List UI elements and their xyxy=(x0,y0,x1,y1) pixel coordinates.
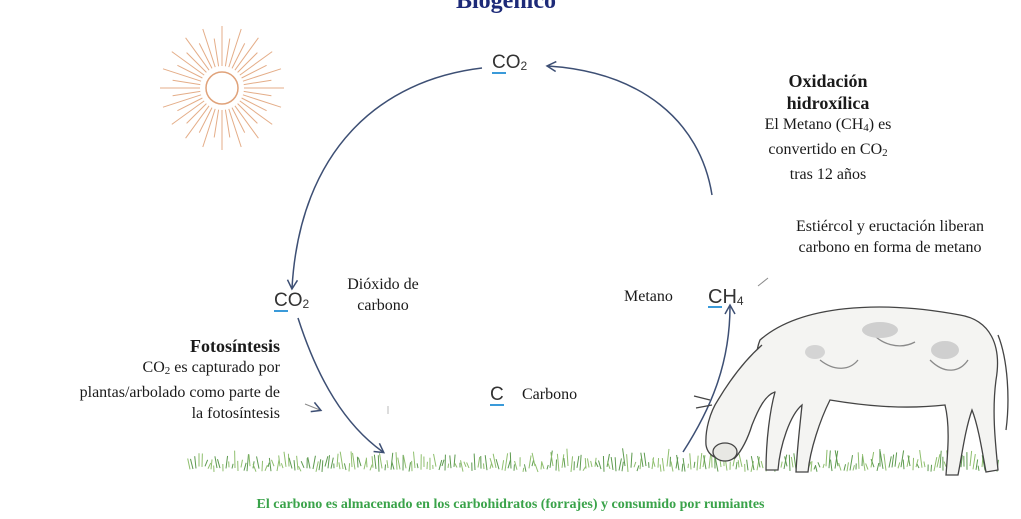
ch4-c: C xyxy=(708,286,723,308)
carbon-symbol-text: C xyxy=(490,384,504,406)
footer-caption: El carbono es almacenado en los carbohid… xyxy=(256,497,765,512)
co2-left-label: CCOO2 xyxy=(274,290,310,312)
co2-left-sub: 2 xyxy=(302,297,310,311)
diagram-title: Biogénico xyxy=(456,0,556,14)
oxidation-line-2: convertido en CO2 xyxy=(728,139,928,164)
oxidation-line-1-sub: 4 xyxy=(863,122,869,134)
photosynthesis-line-3: la fotosíntesis xyxy=(191,405,280,422)
photosynthesis-title: Fotosíntesis xyxy=(190,336,280,356)
carbono-label: Carbono xyxy=(522,386,578,403)
ch4-sub: 4 xyxy=(736,294,744,308)
co2-top-c: C xyxy=(492,52,506,74)
manure-line-2: carbono en forma de metano xyxy=(798,239,982,256)
small-arrow-manure xyxy=(757,277,769,287)
arc-top-right xyxy=(545,60,713,196)
manure-block: Estiércol y eructación liberan carbono e… xyxy=(760,216,1020,258)
small-arrow-photosynthesis xyxy=(304,401,323,413)
oxidation-line-2-sub: 2 xyxy=(882,147,888,159)
co2-top-sub: 2 xyxy=(520,59,528,73)
cow-illustration xyxy=(693,306,1009,476)
photosynthesis-block: Fotosíntesis CO2 es capturado por planta… xyxy=(4,335,280,424)
oxidation-line-1: El Metano (CH4) es xyxy=(728,114,928,139)
photosynthesis-line-1-sub: 2 xyxy=(164,365,171,377)
sun-icon xyxy=(160,26,284,150)
oxidation-line-3: tras 12 años xyxy=(789,166,867,183)
arc-top-left xyxy=(286,67,483,291)
co2-left-c: C xyxy=(274,290,288,312)
metano-label: Metano xyxy=(624,288,673,305)
arc-bottom-left xyxy=(297,317,386,454)
oxidation-line-1a: El Metano (CH xyxy=(764,116,864,133)
photosynthesis-line-1b: es capturado por xyxy=(170,359,280,376)
dioxide-line-1: Dióxido de xyxy=(347,276,419,293)
oxidation-title-1: Oxidación xyxy=(788,71,868,91)
grass-strip xyxy=(187,448,999,473)
manure-line-1: Estiércol y eructación liberan xyxy=(796,218,984,235)
photosynthesis-line-1a: CO xyxy=(142,359,165,376)
oxidation-line-1b: ) es xyxy=(868,116,892,133)
oxidation-line-2a: convertido en CO xyxy=(768,141,883,158)
carbon-symbol: C xyxy=(490,384,504,406)
dioxide-block: Dióxido de carbono xyxy=(328,274,438,316)
dioxide-line-2: carbono xyxy=(357,297,409,314)
ch4-label: CCHH4 xyxy=(708,286,744,308)
photosynthesis-line-1: CO2 es capturado por xyxy=(4,357,280,382)
oxidation-block: Oxidación hidroxílica El Metano (CH4) es… xyxy=(728,70,928,185)
co2-top-label: CCOO2 xyxy=(492,52,528,74)
photosynthesis-line-2: plantas/arbolado como parte de xyxy=(79,384,280,401)
arc-bottom-right xyxy=(682,303,736,453)
oxidation-title-2: hidroxílica xyxy=(786,93,870,113)
